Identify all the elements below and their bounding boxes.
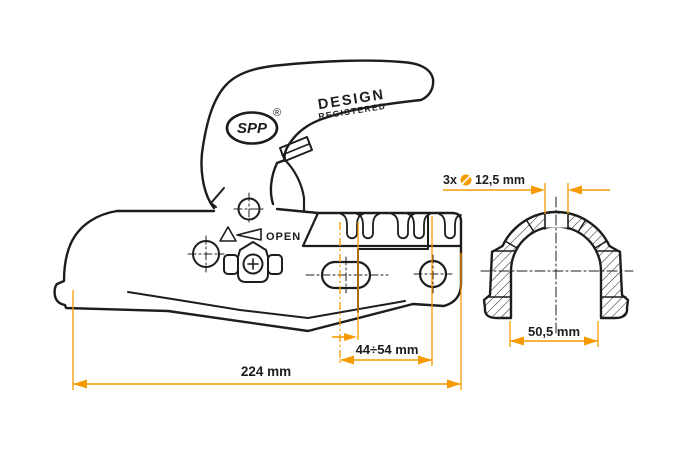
open-indicator: OPEN <box>219 226 301 243</box>
arrowhead-left-icon <box>340 355 354 365</box>
body-inner-contour <box>127 291 406 319</box>
spp-logo: SPP ® <box>225 107 281 145</box>
diameter-icon <box>460 174 472 186</box>
saddle-step-edge <box>357 215 429 313</box>
pivot-hole <box>233 192 265 226</box>
coupling-body: OPEN <box>53 192 463 333</box>
arrowhead-right-icon <box>531 185 545 195</box>
body-top-edge-right <box>275 207 320 215</box>
hole-diameter-label: 12,5 mm <box>475 173 525 187</box>
warning-triangle-icon <box>219 226 237 242</box>
handle-base-flap <box>210 187 225 208</box>
dimension-holes: 3x 12,5 mm <box>443 173 610 214</box>
body-left-bottom-edge <box>53 209 415 333</box>
range-pointer-icon <box>344 333 357 341</box>
arrowhead-left-icon <box>510 336 524 346</box>
dimension-inner-width: 50,5 mm <box>509 321 599 347</box>
arrowhead-left-icon <box>568 185 582 195</box>
handle-latch <box>279 136 313 162</box>
dimensions-layer: 3x 12,5 mm 50,5 mm 44÷54 mm <box>72 173 610 390</box>
arrowhead-right-icon <box>584 336 598 346</box>
design-registered-label: DESIGN REGISTERED <box>317 87 387 121</box>
total-length-label: 224 mm <box>241 364 291 379</box>
shaft-range-label: 44÷54 mm <box>356 342 419 357</box>
clamp-band-bottom <box>301 211 463 248</box>
arrowhead-left-icon <box>73 379 87 389</box>
slotted-hole <box>305 256 389 294</box>
dimension-total-length: 224 mm <box>72 253 462 390</box>
clamp-band-flutes <box>340 213 462 240</box>
round-mounting-hole <box>413 254 453 294</box>
coupling-side-view: SPP ® DESIGN REGISTERED <box>53 59 463 333</box>
inner-width-label: 50,5 mm <box>528 324 580 339</box>
open-label: OPEN <box>266 231 301 243</box>
flange-right-edge <box>316 211 463 308</box>
registered-trademark: ® <box>273 107 281 119</box>
lock-button <box>223 241 283 283</box>
arrowhead-right-icon <box>418 355 432 365</box>
arrowhead-right-icon <box>447 379 461 389</box>
section-segment-lines <box>486 220 627 298</box>
grease-hole <box>187 235 225 273</box>
release-handle: SPP ® DESIGN REGISTERED <box>200 59 435 213</box>
handle-nose <box>283 158 306 213</box>
brand-text: SPP <box>237 120 268 137</box>
hole-count-label: 3x <box>443 173 457 187</box>
dimension-shaft-range: 44÷54 mm <box>332 216 433 366</box>
open-arrow-icon <box>236 228 262 241</box>
cross-section-view <box>480 196 634 337</box>
